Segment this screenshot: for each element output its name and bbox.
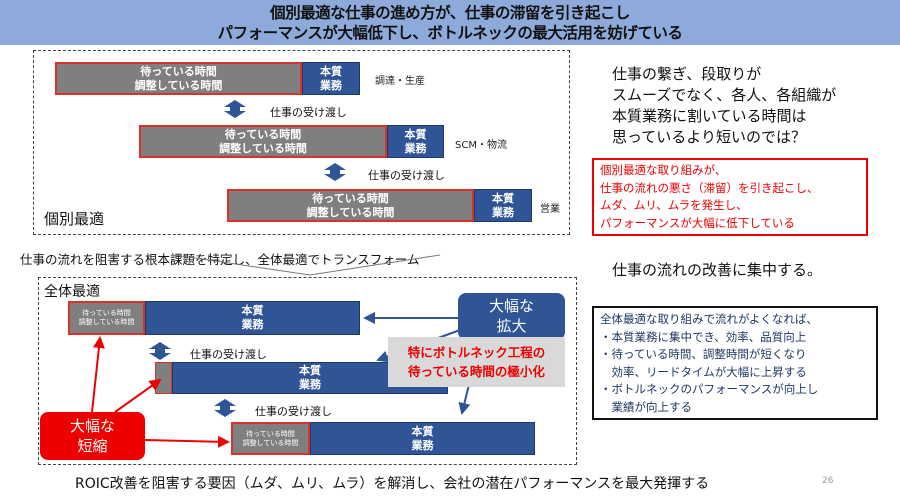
page-number: 26 (822, 476, 834, 486)
title-line-2: パフォーマンスが大幅低下し、ボトルネックの最大活用を妨げている (217, 24, 683, 42)
handoff-label: 仕事の受け渡し (190, 348, 267, 361)
focus-text: 仕事の流れの改善に集中する。 (612, 261, 823, 279)
benefits-box: 全体最適な取り組みで流れがよくなれば、・本質業務に集中でき、効率、品質向上・待っ… (592, 306, 878, 420)
individual-title: 個別最適 (44, 210, 105, 228)
transform-text: 仕事の流れを阻害する根本課題を特定し、全体最適でトランスフォーム (20, 252, 420, 267)
slide-title: 個別最適な仕事の進め方が、仕事の滞留を引き起こし パフォーマンスが大幅低下し、ボ… (0, 0, 900, 45)
dept-label: SCM・物流 (455, 140, 507, 151)
problem-box: 個別最適な取り組みが、仕事の流れの悪さ（滞留）を引き起こし、ムダ、ムリ、ムラを発… (592, 158, 868, 236)
double-arrow-icons (149, 100, 346, 417)
optimized-bar-3: 待っている時間調整している時間 本質業務 (231, 422, 535, 455)
process-bar-procurement: 待っている時間調整している時間 本質業務 (55, 62, 360, 95)
handoff-label: 仕事の受け渡し (255, 405, 332, 418)
bottleneck-callout: 特にボトルネック工程の待っている時間の極小化 (388, 337, 565, 387)
optimized-bar-1: 待っている時間調整している時間 本質業務 (68, 301, 360, 335)
individual-optimization-box (33, 50, 570, 235)
process-bar-sales: 待っている時間調整している時間 本質業務 (227, 189, 532, 222)
process-bar-scm: 待っている時間調整している時間 本質業務 (139, 125, 444, 158)
footer-message: ROIC改善を阻害する要因（ムダ、ムリ、ムラ）を解消し、会社の潜在パフォーマンス… (75, 476, 710, 492)
question-text: 仕事の繋ぎ、段取りがスムーズでなく、各人、各組織が本質業務に割いている時間は思っ… (612, 65, 837, 146)
overall-title: 全体最適 (44, 284, 100, 300)
shrink-callout: 大幅な短縮 (40, 412, 145, 460)
overall-optimization-box (38, 277, 577, 465)
expand-callout: 大幅な拡大 (458, 293, 565, 340)
dept-label: 営業 (540, 204, 560, 215)
title-line-1: 個別最適な仕事の進め方が、仕事の滞留を引き起こし (270, 4, 630, 22)
dept-label: 調達・生産 (375, 76, 425, 87)
handoff-label: 仕事の受け渡し (270, 106, 347, 119)
handoff-label: 仕事の受け渡し (368, 169, 445, 182)
